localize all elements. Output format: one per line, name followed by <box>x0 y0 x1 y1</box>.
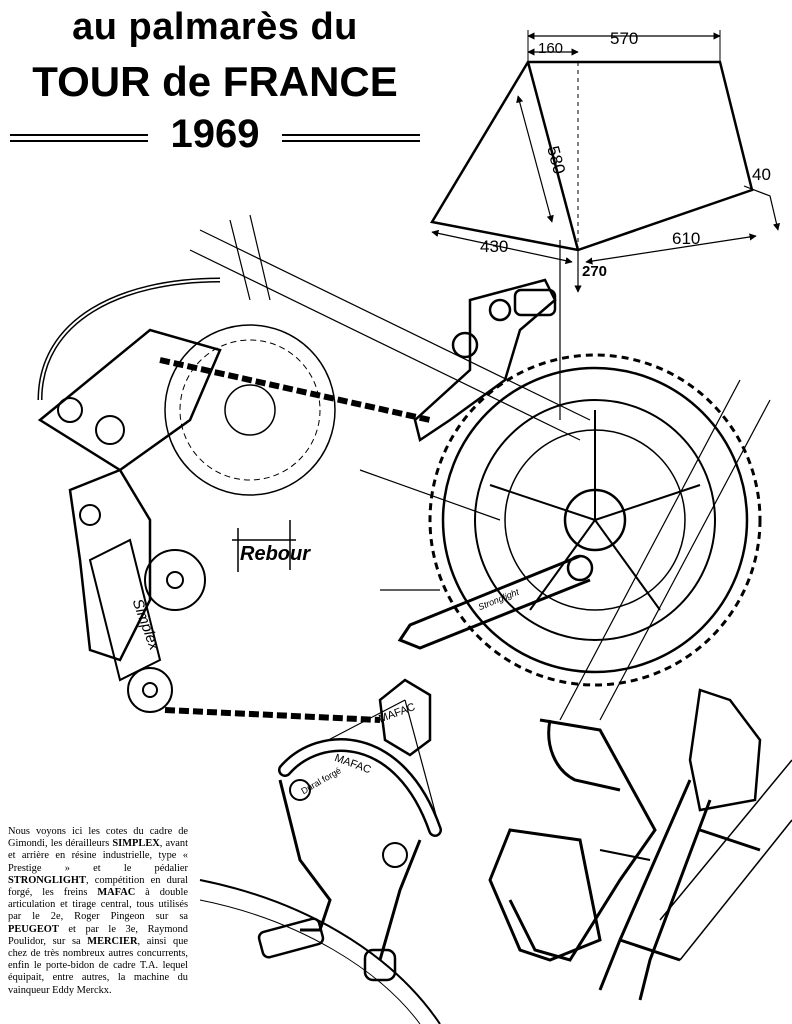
dim-head-tube: 40 <box>752 165 771 184</box>
brake-arm-left <box>278 779 332 932</box>
front-derailleur <box>413 278 557 443</box>
cage-clip <box>688 688 762 812</box>
dim-seat-tube: 580 <box>543 144 569 176</box>
derailleur-cage <box>88 538 162 682</box>
caption-text-2: , avant et arrière en résine industriell… <box>8 838 189 874</box>
crank-arm <box>397 554 591 650</box>
chainring-crankset: Stronglight <box>397 353 762 687</box>
rear-cog <box>164 324 336 496</box>
caption-text-3: , compétition en dural forgé, les freins <box>8 874 188 899</box>
brake-adjuster <box>363 948 397 982</box>
frame-dimension-labels: 570 160 580 40 430 610 270 <box>480 29 771 280</box>
caption-brand-stronglight: STRONGLIGHT <box>8 874 86 886</box>
rear-derailleur: Simplex <box>37 277 431 723</box>
chainring-outer <box>441 366 749 674</box>
headline-line-2: TOUR de FRANCE <box>32 58 398 105</box>
centre-pull-brake: MAFAC MAFAC Dural forgé <box>199 678 442 1024</box>
caption-paragraph: Nous voyons ici les cotes du cadre de Gi… <box>8 826 188 997</box>
cage-wire-outer <box>508 718 657 962</box>
caption-brand-peugeot: PEUGEOT <box>8 923 59 935</box>
caption-brand-simplex: SIMPLEX <box>112 838 160 850</box>
jockey-wheel <box>144 549 206 611</box>
dim-down-tube: 610 <box>672 229 700 248</box>
chain-upper <box>159 357 431 423</box>
signature-text: Rebour <box>240 543 311 565</box>
derailleur-body <box>68 468 152 662</box>
dim-top-tube: 570 <box>610 29 638 48</box>
double-rule-left <box>10 134 148 142</box>
headline-year-row: 1969 <box>10 112 420 166</box>
frame-tubes-sketch <box>189 214 771 721</box>
chainring-inner <box>474 399 716 641</box>
artist-signature: Rebour <box>232 520 311 572</box>
cage-wire-inner <box>488 828 602 962</box>
dim-bb-drop: 270 <box>582 263 607 280</box>
caption-text-6: , ainsi que chez de très nombreux autres… <box>8 935 189 996</box>
caption-brand-mercier: MERCIER <box>87 935 138 947</box>
caption-text-4: à double articulation et tirage central,… <box>8 887 189 923</box>
frame-outline <box>430 60 754 252</box>
chainring-spider <box>489 410 701 611</box>
double-rule-right <box>282 134 420 142</box>
caption-text-5: et par le 3e, Raymond Poulidor, sur sa <box>8 923 188 947</box>
frame-geometry-diagram <box>430 30 781 293</box>
derailleur-arm <box>37 328 222 472</box>
headline-line-1: au palmarès du <box>72 6 358 48</box>
chainring-teeth <box>428 353 762 687</box>
dim-offset: 160 <box>538 40 563 57</box>
chain-lower <box>164 707 381 723</box>
headline-year: 1969 <box>170 112 260 156</box>
bottle-cage <box>488 688 792 1001</box>
brake-yoke <box>378 678 432 757</box>
tension-wheel <box>127 667 173 713</box>
caption-brand-mafac: MAFAC <box>97 887 136 899</box>
dim-chainstay: 430 <box>480 237 508 256</box>
brake-arm-right <box>378 839 422 961</box>
caption-text-1: Nous voyons ici les cotes du cadre de Gi… <box>8 826 188 850</box>
brake-pad <box>257 917 325 959</box>
